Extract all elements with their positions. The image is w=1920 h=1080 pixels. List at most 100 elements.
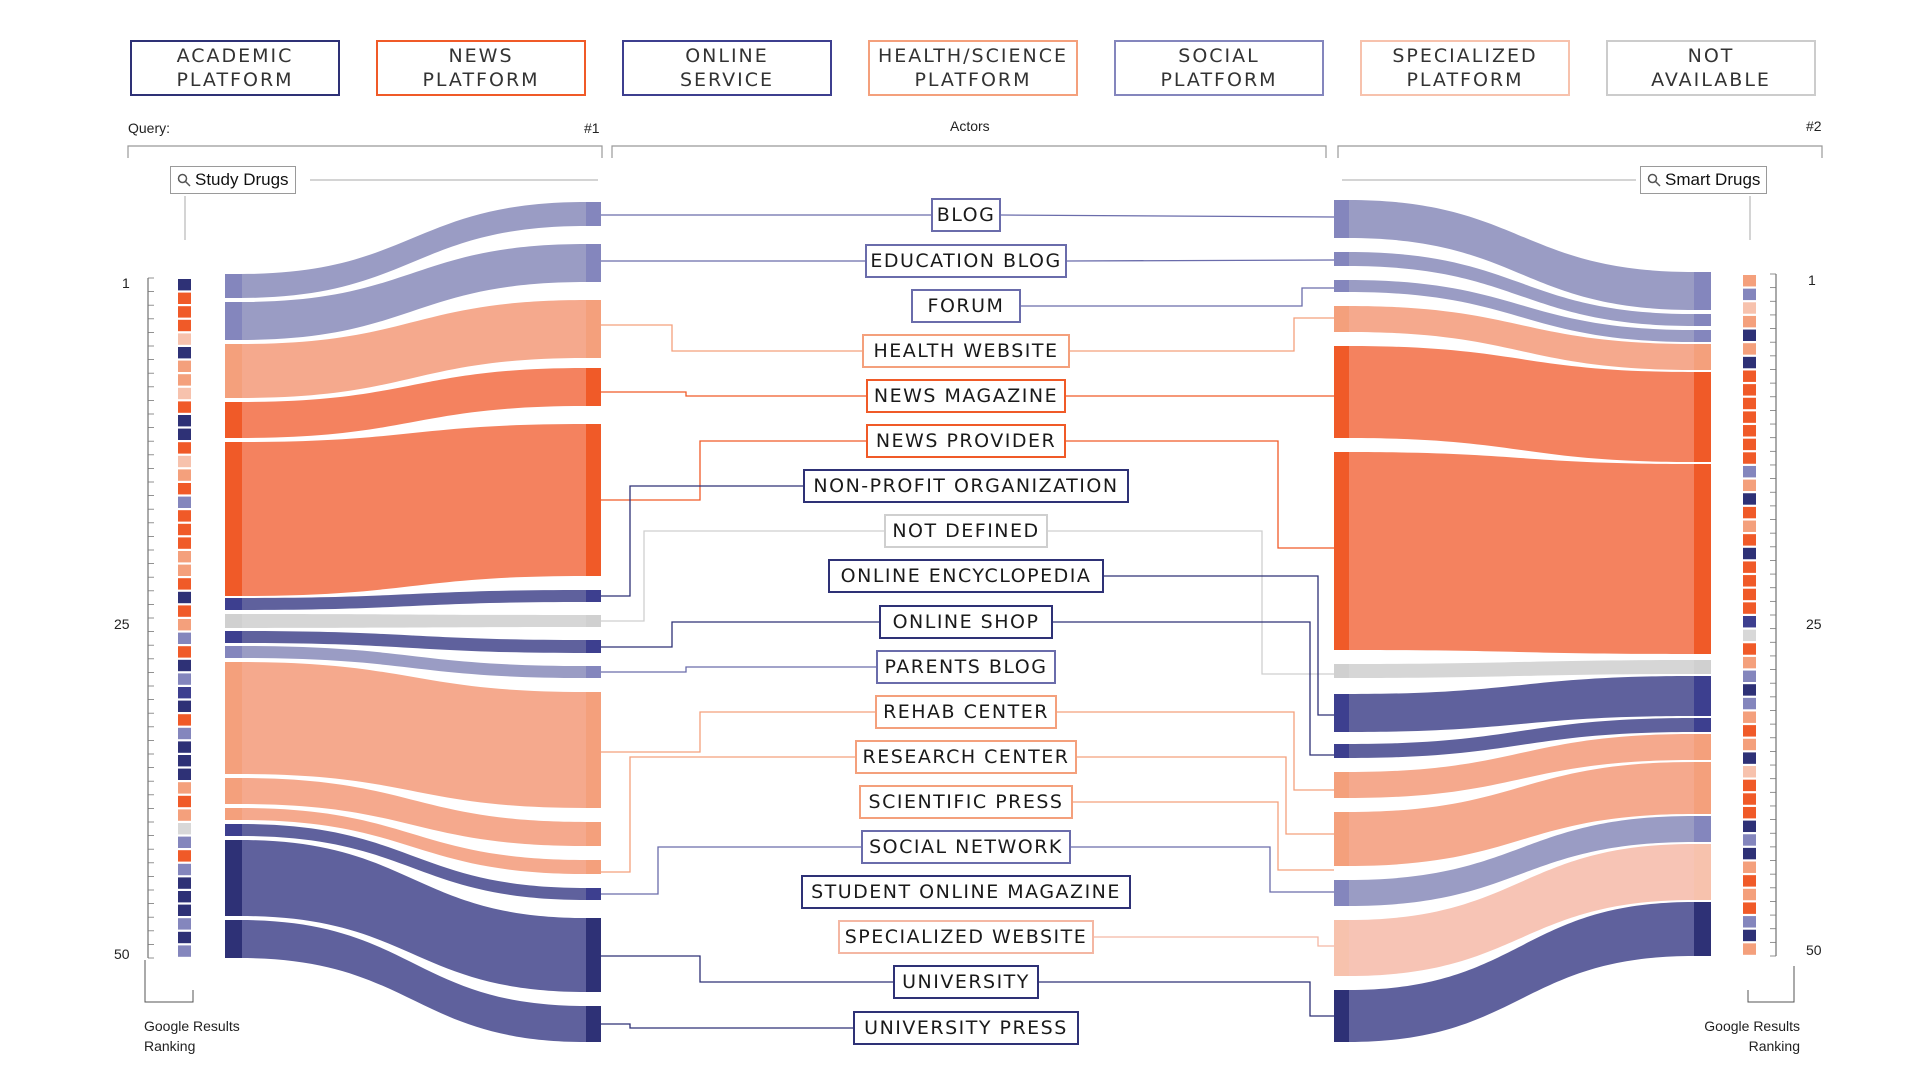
right-node-bar [1334, 200, 1349, 238]
actor-university-press[interactable]: UNIVERSITY PRESS [853, 1011, 1079, 1045]
left-axis-arrow [144, 960, 194, 1003]
left-rank-cell [178, 374, 191, 386]
right-flow-bar [1694, 372, 1711, 462]
actor-online-encyclopedia[interactable]: ONLINE ENCYCLOPEDIA [828, 559, 1104, 593]
right-rank-cell [1743, 616, 1756, 628]
left-rank-cell [178, 782, 191, 794]
actor-university[interactable]: UNIVERSITY [893, 965, 1039, 999]
right-node-bar [1334, 346, 1349, 438]
left-rank-cell [178, 442, 191, 454]
right-flow-ribbon [1348, 280, 1694, 342]
left-flow-ribbon [240, 808, 586, 874]
actor-social-network[interactable]: SOCIAL NETWORK [861, 830, 1071, 864]
right-flow-bar [1694, 718, 1711, 732]
right-rank-cell [1743, 820, 1756, 833]
right-rank-cell [1743, 288, 1756, 301]
actor-parents-blog[interactable]: PARENTS BLOG [876, 650, 1056, 684]
right-rank-cell [1743, 766, 1756, 778]
actor-not-defined[interactable]: NOT DEFINED [884, 514, 1048, 548]
left-flow-bar [225, 824, 242, 836]
right-rank-cell [1743, 861, 1756, 873]
actor-specialized-website[interactable]: SPECIALIZED WEBSITE [838, 920, 1094, 954]
query-left[interactable]: Study Drugs [170, 166, 296, 194]
right-flow-ribbon [1348, 346, 1694, 462]
connector-left [601, 324, 862, 352]
actor-label-text: NON-PROFIT ORGANIZATION [813, 475, 1119, 497]
legend-item-academic: ACADEMIC PLATFORM [130, 40, 340, 96]
connector-right [1077, 756, 1334, 835]
actor-rehab-center[interactable]: REHAB CENTER [875, 695, 1057, 729]
left-rank-cell [178, 904, 191, 916]
left-rank-cell [178, 741, 191, 753]
query-right[interactable]: Smart Drugs [1640, 166, 1768, 194]
right-rank-cell [1743, 520, 1756, 532]
left-rank-cell [178, 510, 191, 522]
left-rank-cell [178, 401, 191, 413]
actor-non-profit-organization[interactable]: NON-PROFIT ORGANIZATION [803, 469, 1129, 503]
right-flow-ribbon [1348, 734, 1694, 798]
left-axis-caption: Google Results Ranking [144, 1018, 240, 1054]
actor-forum[interactable]: FORUM [911, 289, 1021, 323]
right-rank-cell [1743, 547, 1756, 560]
actor-label-text: HEALTH WEBSITE [873, 340, 1059, 362]
right-node-bar [1334, 990, 1349, 1042]
left-flow-ribbon [240, 920, 586, 1042]
actor-label-text: SPECIALIZED WEBSITE [844, 926, 1088, 948]
connector-right [1066, 440, 1334, 549]
right-rank-cell [1743, 506, 1756, 519]
actor-blog[interactable]: BLOG [931, 198, 1001, 232]
actor-label-text: RESEARCH CENTER [862, 746, 1070, 768]
actor-label-text: UNIVERSITY PRESS [864, 1017, 1068, 1039]
legend-item-news: NEWS PLATFORM [376, 40, 586, 96]
legend-item-online: ONLINE SERVICE [622, 40, 832, 96]
left-rank-cell [178, 809, 191, 821]
connector-right [1048, 530, 1334, 675]
left-rank-cell [178, 823, 191, 835]
left-rank-cell [178, 578, 191, 590]
actor-news-provider[interactable]: NEWS PROVIDER [866, 424, 1066, 458]
connector-right [1070, 317, 1334, 352]
right-rank-cell [1743, 411, 1756, 423]
left-flow-bar [225, 344, 242, 398]
left-rank-cell [178, 605, 191, 617]
left-node-bar [586, 368, 601, 406]
connector-right [1094, 936, 1334, 947]
legend-item-specialized: SPECIALIZED PLATFORM [1360, 40, 1570, 96]
actor-student-online-magazine[interactable]: STUDENT ONLINE MAGAZINE [801, 875, 1131, 909]
right-node-bar [1334, 880, 1349, 906]
left-flow-bar [225, 920, 242, 958]
left-rank-cell [178, 795, 191, 808]
search-icon [1647, 173, 1661, 187]
left-flow-ribbon [240, 590, 586, 610]
connector-right [1104, 575, 1334, 716]
right-axis-caption: Google Results Ranking [1704, 1018, 1800, 1054]
left-rank-cell [178, 292, 191, 304]
actor-online-shop[interactable]: ONLINE SHOP [879, 605, 1053, 639]
right-rank-cell [1743, 370, 1756, 382]
right-flow-bar [1694, 464, 1711, 654]
search-icon [177, 173, 191, 187]
actor-label-text: NEWS MAGAZINE [873, 385, 1059, 407]
right-rank-cell [1743, 806, 1756, 819]
left-node-bar [586, 888, 601, 900]
right-rank-cell [1743, 343, 1756, 355]
left-flow-bar [225, 614, 242, 628]
right-rank-cell [1743, 602, 1756, 614]
right-flow-ribbon [1348, 816, 1694, 906]
right-flow-bar [1694, 734, 1711, 760]
actor-scientific-press[interactable]: SCIENTIFIC PRESS [859, 785, 1073, 819]
connector-right [1071, 846, 1334, 893]
actor-news-magazine[interactable]: NEWS MAGAZINE [866, 379, 1066, 413]
actor-research-center[interactable]: RESEARCH CENTER [855, 740, 1077, 774]
right-rank-cell [1743, 656, 1756, 669]
left-flow-ribbon [240, 244, 586, 340]
left-rank-cell [178, 455, 191, 468]
actor-health-website[interactable]: HEALTH WEBSITE [862, 334, 1070, 368]
right-rank-cell [1743, 847, 1756, 860]
right-node-bar [1334, 812, 1349, 866]
actor-label-text: PARENTS BLOG [884, 656, 1048, 678]
actor-label-text: NOT DEFINED [892, 520, 1040, 542]
actor-education-blog[interactable]: EDUCATION BLOG [865, 244, 1067, 278]
left-rank-cell [178, 714, 191, 726]
right-rank-cell [1743, 465, 1756, 478]
